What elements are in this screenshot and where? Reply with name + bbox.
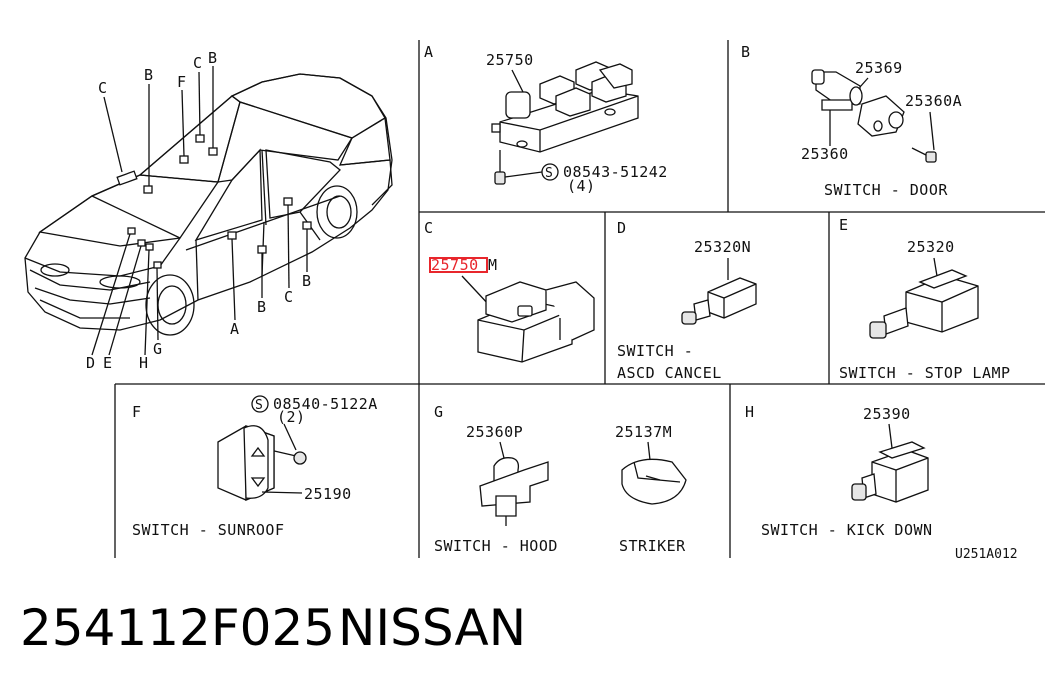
panel-e-letter: E xyxy=(839,216,849,234)
callout-c-low: C xyxy=(284,288,294,306)
part-suffix-m: M xyxy=(488,256,498,274)
callout-a: A xyxy=(230,320,240,338)
callout-e: E xyxy=(103,354,113,372)
panel-g-letter: G xyxy=(434,403,444,421)
callout-b-right: B xyxy=(302,272,312,290)
panel-c: C 25750 M xyxy=(424,219,595,363)
panel-e: E 25320 SWITCH - STOP LAMP xyxy=(839,216,1011,382)
callout-b-roof: B xyxy=(208,49,218,67)
callout-g: G xyxy=(153,340,163,358)
part-25320n: 25320N xyxy=(694,238,751,256)
callout-c-top: C xyxy=(98,79,108,97)
part-25360a: 25360A xyxy=(905,92,962,110)
panel-b-letter: B xyxy=(741,43,751,61)
caption-d-line1: SWITCH - xyxy=(617,342,693,360)
part-25137m: 25137M xyxy=(615,423,672,441)
callout-b-low: B xyxy=(257,298,267,316)
screw-qty-f: (2) xyxy=(277,408,306,426)
callout-d: D xyxy=(86,354,96,372)
panel-f: F S 08540-5122A (2) 25190 SWITCH - SUNRO… xyxy=(132,395,378,539)
panel-f-letter: F xyxy=(132,403,142,421)
callout-b-top: B xyxy=(144,66,154,84)
footer: 254112F025 NISSAN xyxy=(20,599,526,657)
panel-h: H 25390 SWITCH - KICK DOWN U251A012 xyxy=(745,403,1018,562)
caption-switch-door: SWITCH - DOOR xyxy=(824,181,948,199)
screw-qty-a: (4) xyxy=(567,177,596,195)
part-25360p: 25360P xyxy=(466,423,523,441)
part-number: 254112F025 xyxy=(20,599,335,657)
screw-code-f: 08540-5122A xyxy=(273,395,378,413)
screw-code-a: 08543-51242 xyxy=(563,163,668,181)
part-25390: 25390 xyxy=(863,405,911,423)
callout-c-roof: C xyxy=(193,54,203,72)
callout-h: H xyxy=(139,354,149,372)
panel-c-letter: C xyxy=(424,219,434,237)
part-25190: 25190 xyxy=(304,485,352,503)
svg-text:S: S xyxy=(545,166,553,181)
panel-g: G 25360P 25137M SWITCH - HOOD STRIKER xyxy=(434,403,687,555)
svg-text:S: S xyxy=(255,398,263,413)
part-25750: 25750 xyxy=(486,51,534,69)
caption-switch-sunroof: SWITCH - SUNROOF xyxy=(132,521,285,539)
caption-d-line2: ASCD CANCEL xyxy=(617,364,722,382)
brand-name: NISSAN xyxy=(338,599,526,657)
part-25369: 25369 xyxy=(855,59,903,77)
caption-striker: STRIKER xyxy=(619,537,686,555)
panel-d: D 25320N SWITCH - ASCD CANCEL xyxy=(617,219,757,382)
highlight-box xyxy=(429,257,488,273)
panel-a-letter: A xyxy=(424,43,434,61)
diagram-code: U251A012 xyxy=(955,547,1018,562)
panel-a: A 25750 S 08543-51242 (4) xyxy=(424,43,668,195)
part-25750-highlight: 25750 xyxy=(431,256,479,274)
panel-b: B 25369 25360A 25360 SWITCH - DOOR xyxy=(741,43,962,199)
caption-switch-hood: SWITCH - HOOD xyxy=(434,537,558,555)
car-illustration xyxy=(24,66,393,356)
panel-grid xyxy=(114,40,1045,558)
panel-h-letter: H xyxy=(745,403,755,421)
caption-switch-stop-lamp: SWITCH - STOP LAMP xyxy=(839,364,1011,382)
part-25360: 25360 xyxy=(801,145,849,163)
panel-d-letter: D xyxy=(617,219,627,237)
caption-switch-kick-down: SWITCH - KICK DOWN xyxy=(761,521,933,539)
part-25320: 25320 xyxy=(907,238,955,256)
callout-f: F xyxy=(177,73,187,91)
car-callout-labels: C B F C B D E H G A B C B xyxy=(86,49,312,372)
